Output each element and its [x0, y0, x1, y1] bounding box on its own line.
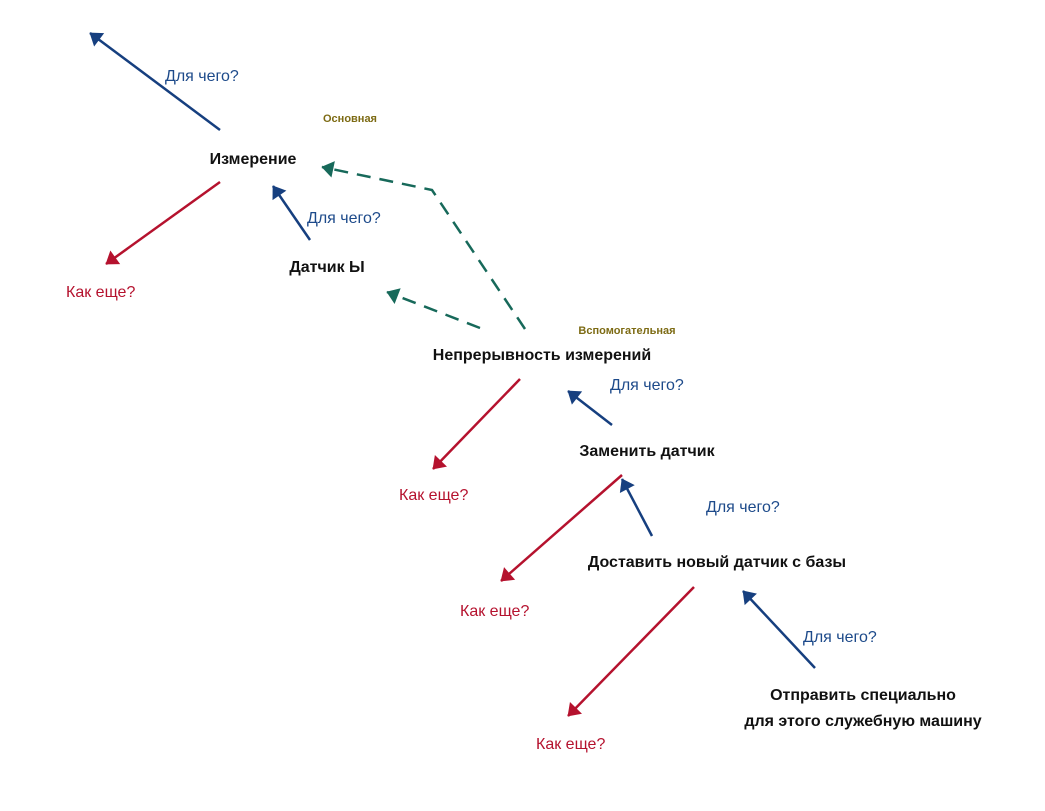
why-arrow	[619, 478, 654, 537]
node-continuity: Непрерывность измерений	[433, 347, 651, 364]
why-arrow	[742, 590, 816, 669]
why-label: Для чего?	[165, 68, 239, 85]
why-arrow	[567, 390, 613, 426]
node-send-line1: Отправить специально	[770, 687, 956, 704]
node-measurement: Измерение	[210, 151, 297, 168]
tag-main: Основная	[323, 113, 377, 125]
how-label: Как еще?	[399, 487, 468, 504]
why-label: Для чего?	[610, 377, 684, 394]
why-label: Для чего?	[803, 629, 877, 646]
node-deliver: Доставить новый датчик с базы	[588, 554, 846, 571]
node-send-line2: для этого служебную машину	[744, 713, 981, 730]
why-arrow	[89, 31, 221, 132]
why-label: Для чего?	[307, 210, 381, 227]
how-arrow	[567, 586, 695, 717]
how-label: Как еще?	[460, 603, 529, 620]
how-arrow	[432, 378, 521, 470]
node-sensor: Датчик Ы	[289, 259, 364, 276]
why-arrow	[271, 185, 312, 241]
node-replace: Заменить датчик	[579, 443, 715, 460]
why-label: Для чего?	[706, 499, 780, 516]
dashed-link-arrow	[321, 161, 527, 330]
how-label: Как еще?	[66, 284, 135, 301]
tag-auxiliary: Вспомогательная	[578, 325, 675, 337]
dashed-link-arrow	[386, 288, 481, 330]
how-arrow	[500, 474, 623, 582]
how-label: Как еще?	[536, 736, 605, 753]
how-arrow	[105, 180, 221, 266]
